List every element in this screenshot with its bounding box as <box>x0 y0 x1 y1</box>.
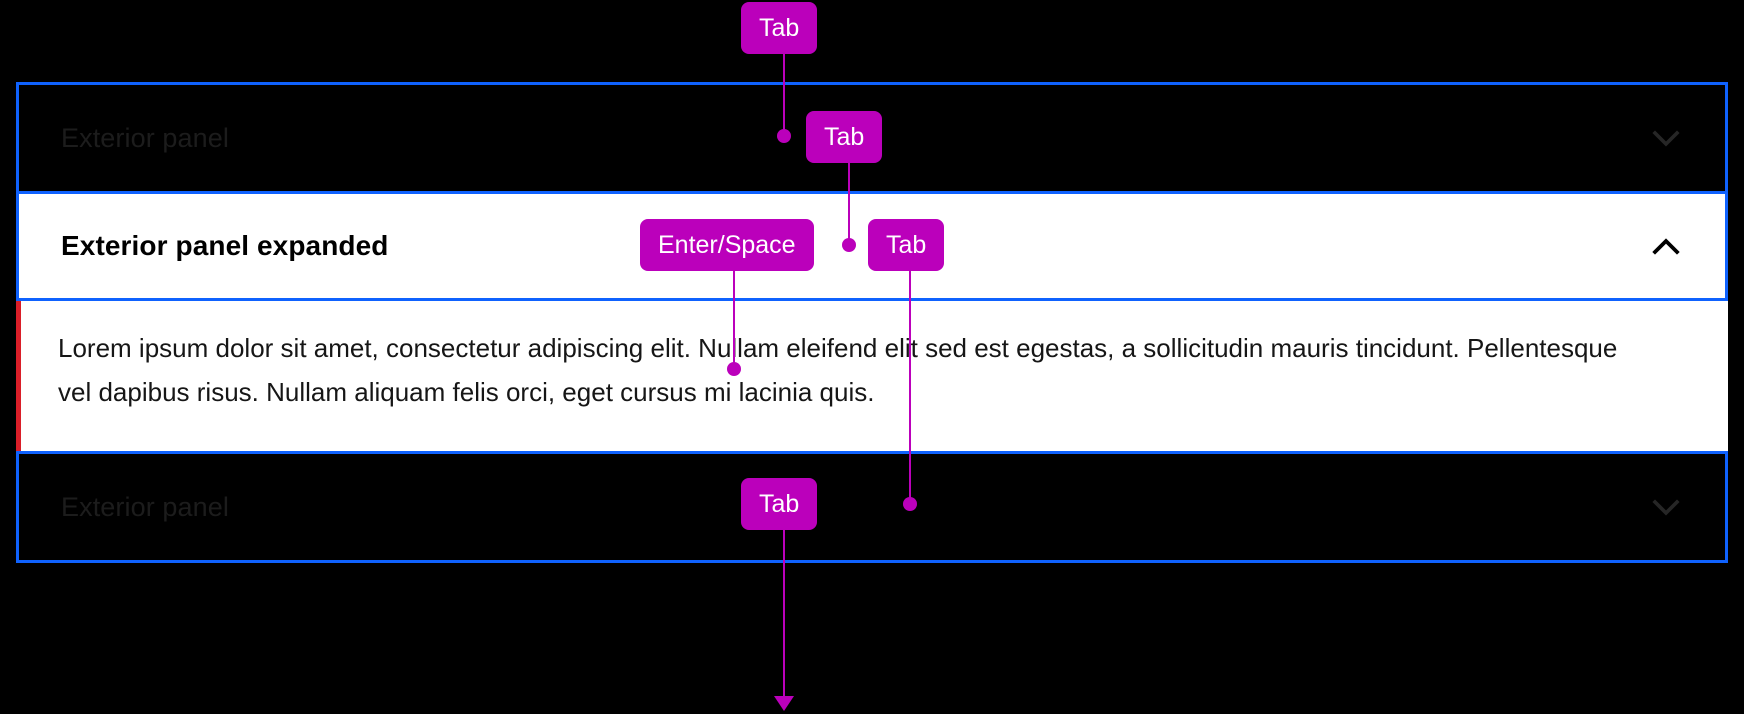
chevron-down-icon[interactable] <box>1649 490 1683 524</box>
hint-target-dot <box>727 362 741 376</box>
accordion-panel-body: Lorem ipsum dolor sit amet, consectetur … <box>16 191 1728 454</box>
panel-title: Exterior panel expanded <box>61 230 389 261</box>
keyboard-hint-badge-tab-1: Tab <box>741 2 818 54</box>
keyboard-hint-badge-tab-2: Tab <box>806 111 883 163</box>
panel-title: Exterior panel <box>61 122 229 153</box>
panel-body-text: Lorem ipsum dolor sit amet, consectetur … <box>58 333 1618 407</box>
panel-header[interactable]: Exterior panel <box>19 454 1725 560</box>
accordion-panel-collapsed-bottom[interactable]: Exterior panel <box>16 451 1728 563</box>
hint-connector-line <box>733 271 735 367</box>
chevron-down-icon[interactable] <box>1649 121 1683 155</box>
panel-title: Exterior panel <box>61 491 229 522</box>
hint-connector-line <box>783 54 785 133</box>
chevron-up-icon[interactable] <box>1649 229 1683 263</box>
panel-header[interactable]: Exterior panel expanded <box>19 194 1725 298</box>
panel-header[interactable]: Exterior panel <box>19 85 1725 191</box>
keyboard-hint-badge-enter-space: Enter/Space <box>640 219 814 271</box>
hint-arrow-down-icon <box>774 696 794 711</box>
keyboard-hint-badge-tab-3: Tab <box>868 219 945 271</box>
hint-target-dot <box>842 238 856 252</box>
accordion-panel-collapsed-top[interactable]: Exterior panel <box>16 82 1728 194</box>
panel-error-accent-bar <box>16 191 21 454</box>
keyboard-hint-badge-tab-4: Tab <box>741 478 818 530</box>
hint-target-dot <box>903 497 917 511</box>
hint-target-dot <box>777 129 791 143</box>
hint-connector-line <box>909 271 911 501</box>
hint-connector-line <box>848 163 850 242</box>
hint-connector-line <box>783 530 785 696</box>
